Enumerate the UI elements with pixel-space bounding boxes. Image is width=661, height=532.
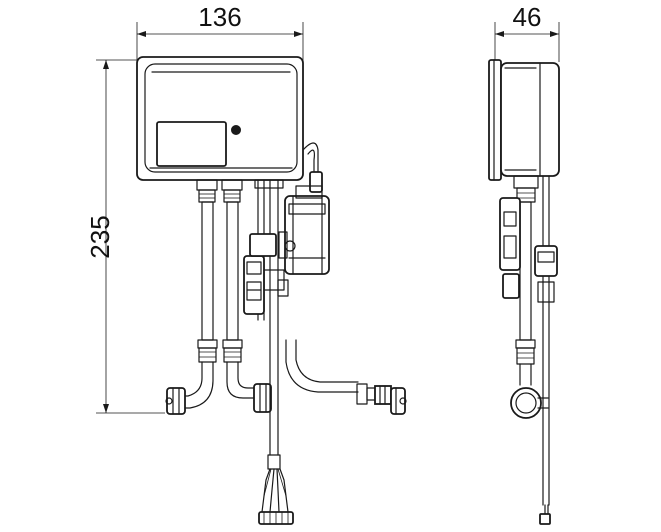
front-view (136, 56, 407, 525)
inlet-fittings (196, 179, 243, 203)
side-regulator (499, 197, 558, 303)
side-view (488, 59, 560, 525)
dimension-depth-label: 46 (513, 2, 542, 32)
flow-regulator (243, 233, 289, 315)
dimension-front-width: 136 (136, 2, 304, 62)
display-window (156, 121, 227, 167)
solenoid-valve (278, 142, 330, 275)
dimension-width-label: 136 (198, 2, 241, 32)
sensor-dot (231, 125, 241, 135)
elbow-pipes (165, 339, 407, 415)
side-conduit (513, 175, 550, 506)
dimension-front-height: 235 (85, 59, 165, 414)
side-elbow-ring (510, 387, 542, 419)
dimension-height-label: 235 (85, 215, 115, 258)
supply-hoses (197, 201, 243, 363)
control-box-housing (136, 56, 304, 181)
center-conduit (254, 179, 284, 456)
side-cable (539, 504, 551, 525)
side-housing (488, 59, 560, 181)
cable-harness (258, 454, 294, 525)
dimension-side-depth: 46 (494, 2, 560, 62)
side-lower-fittings (510, 339, 549, 419)
